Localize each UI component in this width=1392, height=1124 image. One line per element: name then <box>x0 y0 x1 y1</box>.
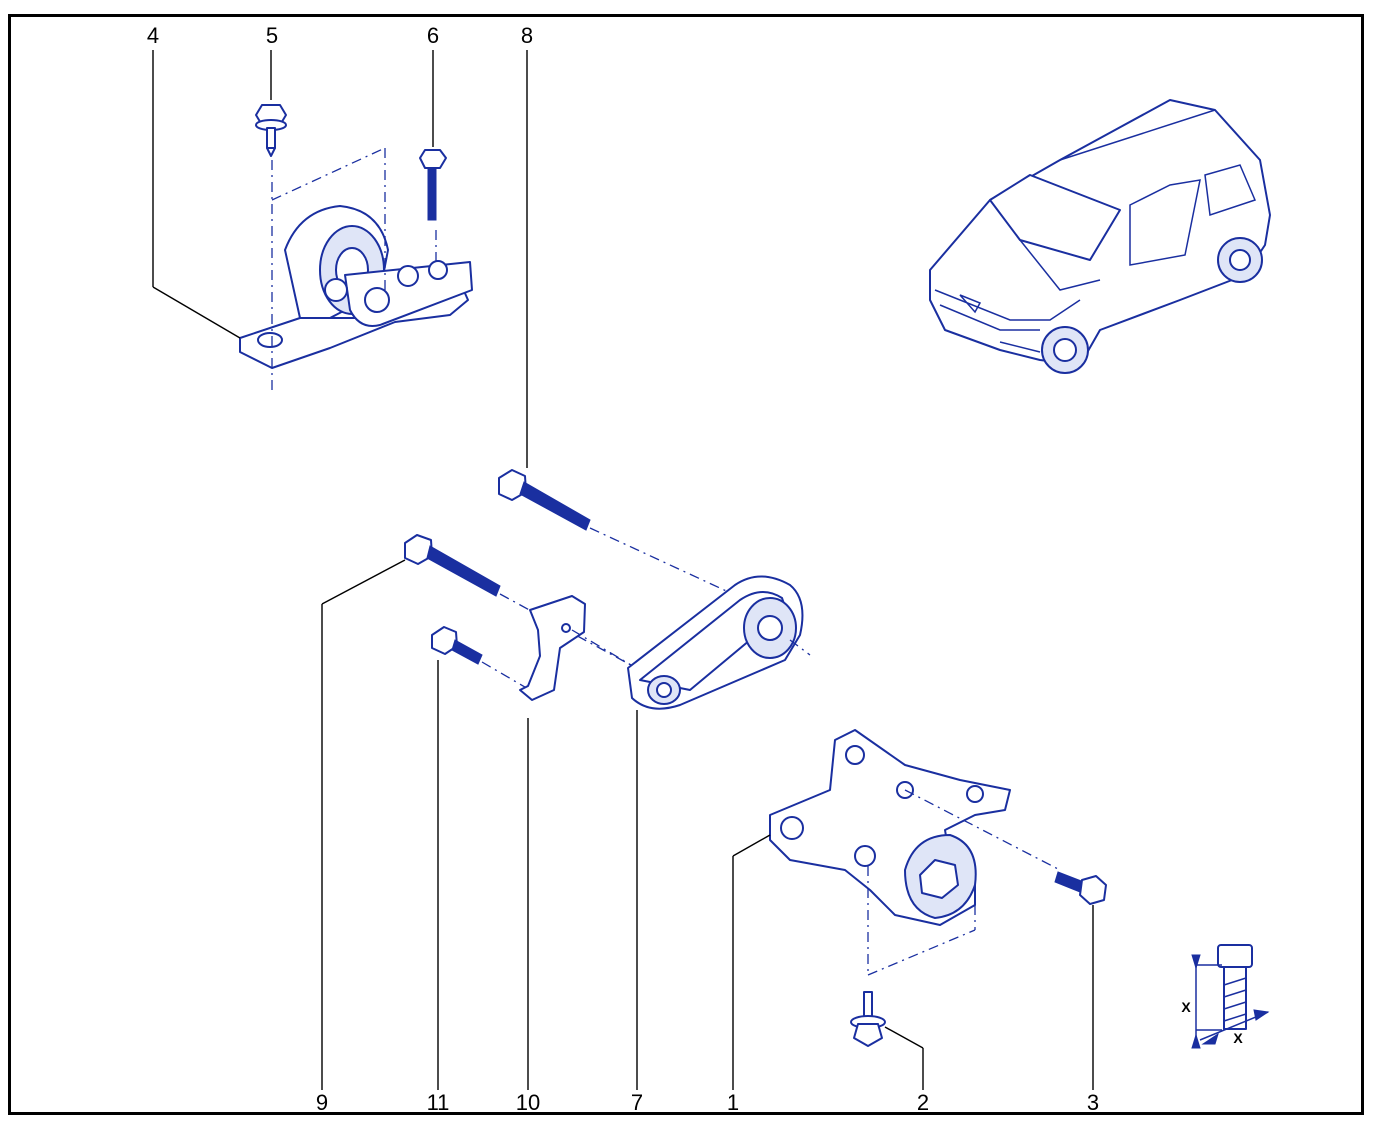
car-illustration <box>929 99 1271 374</box>
part-11-bolt <box>431 626 531 691</box>
callout-9: 9 <box>316 1090 328 1115</box>
bolt-length-symbol <box>1191 944 1270 1049</box>
part-2-bolt <box>850 991 886 1047</box>
callout-1: 1 <box>727 1090 739 1115</box>
dimension-x-vertical: X <box>1181 999 1191 1015</box>
callout-8: 8 <box>521 23 533 48</box>
dimension-x-diagonal: X <box>1233 1030 1243 1046</box>
part-6-bolt <box>419 149 447 221</box>
callout-10: 10 <box>516 1090 540 1115</box>
callout-6: 6 <box>427 23 439 48</box>
part-4-left-mount <box>239 147 473 390</box>
callout-3: 3 <box>1087 1090 1099 1115</box>
callout-2: 2 <box>917 1090 929 1115</box>
leader-lines <box>152 50 1094 1090</box>
part-3-bolt <box>1054 871 1107 905</box>
callout-labels: 4 5 6 8 9 11 10 7 1 2 3 X X <box>147 23 1243 1115</box>
part-8-bolt <box>498 469 736 596</box>
part-1-right-mount <box>769 729 1061 976</box>
callout-4: 4 <box>147 23 159 48</box>
callout-7: 7 <box>631 1090 643 1115</box>
callout-5: 5 <box>266 23 278 48</box>
part-7-torque-rod <box>627 575 811 710</box>
callout-11: 11 <box>427 1090 450 1115</box>
part-9-bolt <box>404 534 641 671</box>
diagram-frame <box>8 14 1364 1115</box>
part-5-bolt <box>255 104 287 157</box>
